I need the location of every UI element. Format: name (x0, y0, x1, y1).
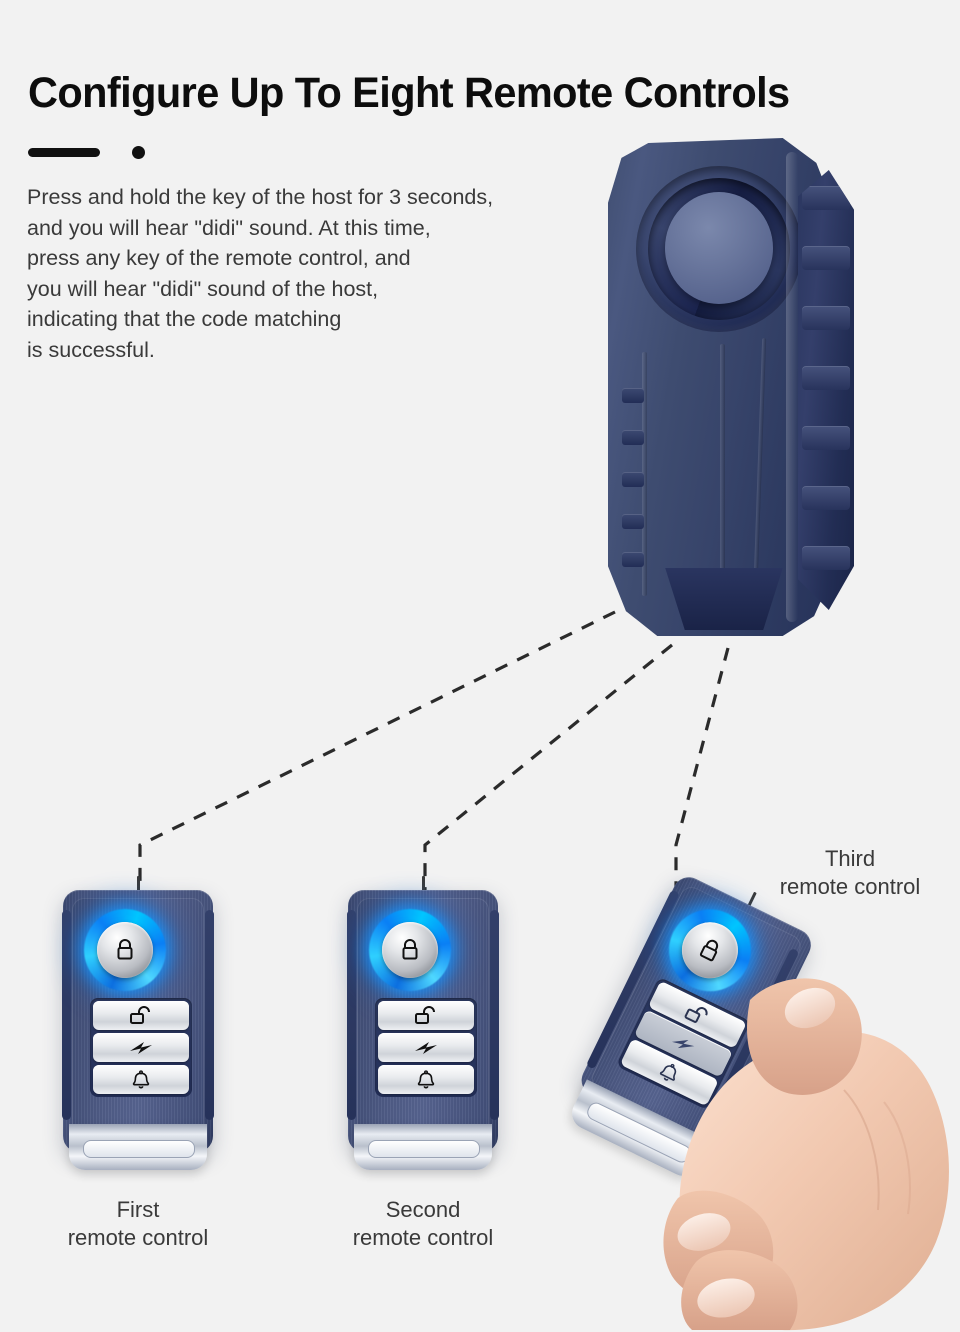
host-rail-notch-3 (802, 306, 850, 330)
remote-keypad (90, 998, 192, 1097)
padlock-open-icon (415, 1005, 435, 1024)
host-rail-notch-6 (802, 486, 850, 510)
bell-icon (660, 1063, 677, 1081)
alert-button[interactable] (93, 1033, 189, 1062)
finger-ring-nail (697, 1278, 755, 1318)
caption-first-remote: First remote control (67, 1197, 209, 1250)
find-button[interactable] (378, 1065, 474, 1094)
host-seam-left (642, 352, 647, 596)
host-rail-notch-1 (802, 186, 850, 210)
remote-control-third[interactable] (566, 871, 817, 1182)
unlock-button[interactable] (378, 1001, 474, 1030)
host-rail-notch-2 (802, 246, 850, 270)
host-body (608, 138, 832, 636)
host-edge-highlight (786, 152, 798, 622)
host-fin-3 (622, 472, 644, 487)
find-button[interactable] (93, 1065, 189, 1094)
padlock-closed-icon (402, 939, 418, 960)
host-fin-4 (622, 514, 644, 529)
knuckle-crease-1 (843, 1089, 880, 1211)
unlock-button[interactable] (647, 980, 747, 1049)
host-base (665, 568, 783, 630)
caption-second-remote: Second remote control (352, 1197, 494, 1250)
alert-button[interactable] (378, 1033, 474, 1062)
lock-button-face (672, 912, 748, 988)
host-rail-notch-4 (802, 366, 850, 390)
lock-button-face (382, 922, 438, 978)
host-fin-2 (622, 430, 644, 445)
padlock-closed-icon (699, 939, 719, 962)
remote-control-first[interactable] (62, 876, 214, 1180)
title-divider (28, 140, 158, 166)
remote-base-slot (83, 1140, 195, 1158)
padlock-open-icon (130, 1005, 150, 1024)
antenna (137, 876, 140, 892)
connector-to-third (674, 647, 730, 900)
lock-button[interactable] (84, 909, 166, 991)
connector-to-first (138, 610, 616, 893)
padlock-open-icon (684, 1006, 708, 1023)
hand-illustration (663, 978, 949, 1331)
instruction-paragraph: Press and hold the key of the host for 3… (27, 185, 494, 362)
knuckle-crease-2 (883, 1101, 911, 1215)
thumb-nail (784, 987, 836, 1029)
remote-keypad (615, 976, 751, 1111)
lock-button[interactable] (369, 909, 451, 991)
host-rail-notch-5 (802, 426, 850, 450)
hand-holding-remote (566, 871, 960, 1332)
host-rail-notch-7 (802, 546, 850, 570)
lock-button[interactable] (655, 895, 765, 1006)
siren-speaker (665, 192, 773, 304)
antenna (422, 876, 425, 892)
connector-to-second (423, 643, 674, 893)
divider-bar (28, 148, 100, 157)
host-seam-right (753, 338, 767, 578)
remote-control-second[interactable] (347, 876, 499, 1180)
lock-button-face (97, 922, 153, 978)
remote-base (69, 1124, 207, 1170)
host-side-rail (798, 170, 854, 610)
remote-keypad (375, 998, 477, 1097)
remote-base-slot (368, 1140, 480, 1158)
bell-icon (132, 1069, 150, 1088)
alert-button[interactable] (633, 1009, 733, 1078)
remote-base (354, 1124, 492, 1170)
find-button[interactable] (619, 1038, 719, 1107)
caption-third-remote: Third remote control (779, 846, 921, 899)
lightning-bolt-icon (672, 1039, 695, 1048)
lightning-bolt-icon (130, 1041, 152, 1054)
remote-grip-left (62, 910, 71, 1120)
remote-grip-left (347, 910, 356, 1120)
remote-grip-right (490, 910, 499, 1120)
host-seam-center (720, 344, 725, 596)
unlock-button[interactable] (93, 1001, 189, 1030)
alarm-host-device (600, 138, 862, 638)
remote-grip-right (205, 910, 214, 1120)
host-fin-5 (622, 552, 644, 567)
bell-icon (417, 1069, 435, 1088)
host-fin-1 (622, 388, 644, 403)
padlock-closed-icon (117, 939, 133, 960)
finger-middle-nail (677, 1213, 731, 1251)
lightning-bolt-icon (415, 1041, 437, 1054)
divider-dot (132, 146, 145, 159)
page-title: Configure Up To Eight Remote Controls (28, 69, 790, 117)
